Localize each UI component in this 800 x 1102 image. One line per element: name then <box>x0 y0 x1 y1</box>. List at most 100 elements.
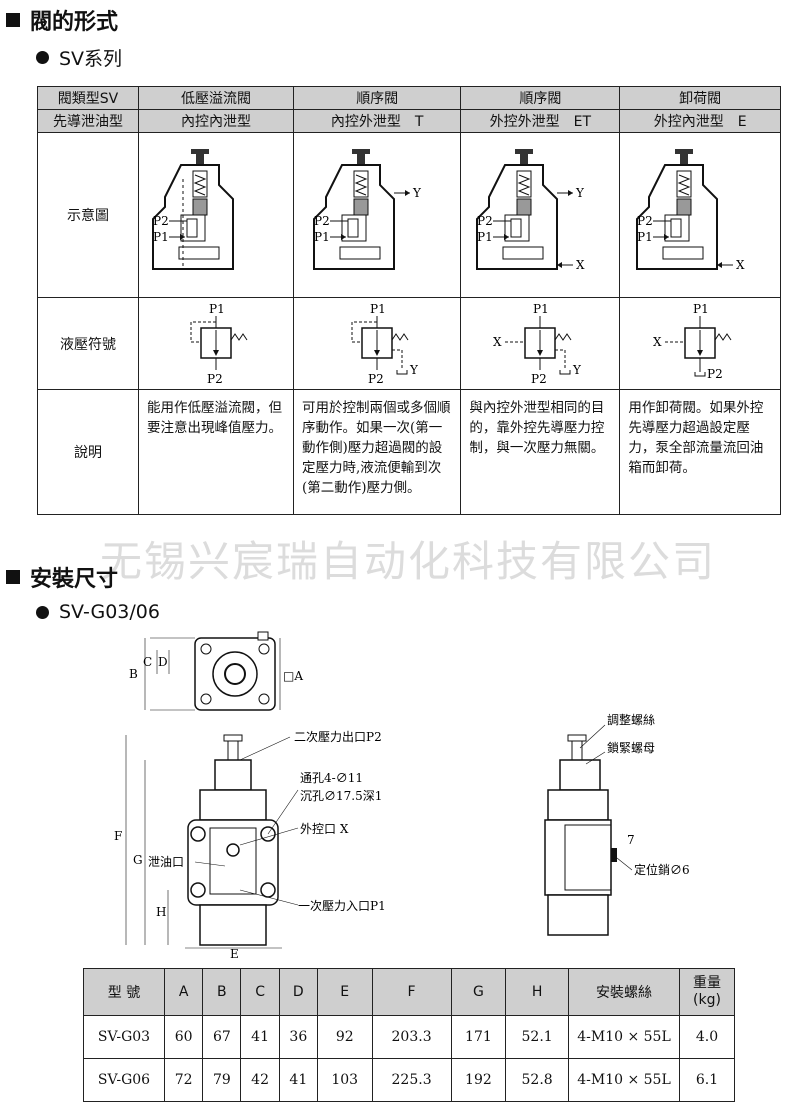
port-label-p2: P2 <box>314 214 330 228</box>
port-label-p2: P2 <box>637 214 653 228</box>
table-cell: 36 <box>278 1015 318 1059</box>
table-row: SV-G06 72 79 42 41 103 225.3 192 52.8 4-… <box>83 1058 735 1102</box>
table-cell: 52.8 <box>505 1058 569 1102</box>
table-header-row: 型 號 A B C D E F G H 安裝螺絲 重量 (kg) <box>83 968 735 1016</box>
dimensions-table: 型 號 A B C D E F G H 安裝螺絲 重量 (kg) SV-G03 … <box>83 968 735 1102</box>
table-cell: 67 <box>202 1015 242 1059</box>
valve-types-table: 閥類型SV 低壓溢流閥 順序閥 順序閥 卸荷閥 先導泄油型 內控內泄型 內控外泄… <box>37 86 781 515</box>
square-bullet-icon <box>6 570 20 584</box>
company-watermark: 无锡兴宸瑞自动化科技有限公司 <box>100 537 717 586</box>
hydraulic-symbol: P1X Y P2 <box>493 302 582 386</box>
svg-text:E: E <box>230 947 239 960</box>
svg-text:鎖緊螺母: 鎖緊螺母 <box>607 740 655 755</box>
table-cell: 41 <box>240 1015 280 1059</box>
port-label-y: Y <box>412 186 422 200</box>
svg-text:二次壓力出口P2: 二次壓力出口P2 <box>294 730 382 744</box>
header-cell: 低壓溢流閥 <box>137 86 295 110</box>
header-cell: 外控內泄型 E <box>619 109 781 133</box>
table-cell: 4.0 <box>679 1015 735 1059</box>
svg-text:□A: □A <box>283 669 303 683</box>
table-cell: 4-M10 × 55L <box>568 1058 680 1102</box>
table-cell: 192 <box>450 1058 507 1102</box>
subtitle-sv-series: SV系列 <box>36 44 122 71</box>
svg-text:7: 7 <box>627 833 635 847</box>
table-cell: 203.3 <box>371 1015 452 1059</box>
svg-text:調整螺絲: 調整螺絲 <box>607 712 655 727</box>
port-label-y: Y <box>575 186 585 200</box>
header-cell: 外控外泄型 ET <box>460 109 621 133</box>
header-cell: G <box>450 968 507 1016</box>
header-cell: F <box>371 968 452 1016</box>
svg-text:Y: Y <box>572 363 582 377</box>
table-cell: 103 <box>316 1058 373 1102</box>
svg-text:P2: P2 <box>207 372 223 386</box>
svg-text:G: G <box>133 853 143 867</box>
subtitle-model: SV-G03/06 <box>36 601 160 623</box>
section-title-text: 安裝尺寸 <box>30 567 119 592</box>
round-bullet-icon <box>36 51 49 64</box>
table-header-row: 先導泄油型 內控內泄型 內控外泄型 T 外控外泄型 ET 外控內泄型 E <box>37 109 781 133</box>
description-cell: 可用於控制兩個或多個順序動作。如果一次(第一動作側)壓力超過閥的設定壓力時,液流… <box>293 389 462 515</box>
table-cell: 4-M10 × 55L <box>568 1015 680 1059</box>
description-cell: 與內控外泄型相同的目的，靠外控先導壓力控制，與一次壓力無關。 <box>460 389 621 515</box>
header-cell: 卸荷閥 <box>619 86 781 110</box>
description-cell: 用作卸荷閥。如果外控先導壓力超過設定壓力，泵全部流量流回油箱而卸荷。 <box>619 389 781 515</box>
port-label-p1: P1 <box>637 230 653 244</box>
header-cell: 先導泄油型 <box>37 109 139 133</box>
table-cell: 42 <box>240 1058 280 1102</box>
svg-text:D: D <box>158 655 168 669</box>
row-label-diagram: 示意圖 <box>37 132 139 298</box>
square-bullet-icon <box>6 13 20 27</box>
svg-text:一次壓力入口P1: 一次壓力入口P1 <box>298 899 386 913</box>
svg-text:P1: P1 <box>693 302 709 316</box>
section-title-installation: 安裝尺寸 <box>6 561 118 593</box>
description-row: 說明 能用作低壓溢流閥，但要注意出現峰值壓力。 可用於控制兩個或多個順序動作。如… <box>37 389 781 515</box>
svg-text:P1: P1 <box>209 302 225 316</box>
port-label-p1: P1 <box>314 230 330 244</box>
table-row: SV-G03 60 67 41 36 92 203.3 171 52.1 4-M… <box>83 1015 735 1059</box>
table-cell: 60 <box>163 1015 204 1059</box>
subtitle-text: SV系列 <box>59 48 123 70</box>
port-label-x: X <box>736 258 745 272</box>
svg-text:通孔4-∅11: 通孔4-∅11 <box>300 771 363 785</box>
svg-text:P2: P2 <box>707 367 723 381</box>
table-cell: 6.1 <box>679 1058 735 1102</box>
header-cell: C <box>240 968 280 1016</box>
svg-text:Y: Y <box>409 363 419 377</box>
round-bullet-icon <box>36 605 49 619</box>
top-view: B C D □A <box>129 631 303 711</box>
table-cell: 41 <box>278 1058 318 1102</box>
table-header-row: 閥類型SV 低壓溢流閥 順序閥 順序閥 卸荷閥 <box>37 86 781 110</box>
header-cell: A <box>163 968 204 1016</box>
table-cell: 92 <box>316 1015 373 1059</box>
svg-text:X: X <box>493 335 502 349</box>
svg-text:P2: P2 <box>531 372 547 386</box>
side-view: 調整螺絲 鎖緊螺母 7 定位銷∅6 <box>544 712 690 936</box>
header-cell: D <box>278 968 318 1016</box>
section-title-text: 閥的形式 <box>30 10 119 35</box>
header-cell: 內控內泄型 <box>137 109 295 133</box>
port-label-p2: P2 <box>153 214 169 228</box>
description-cell: 能用作低壓溢流閥，但要注意出現峰值壓力。 <box>137 389 295 515</box>
port-label-p1: P1 <box>153 230 169 244</box>
table-cell: 225.3 <box>371 1058 452 1102</box>
svg-text:P1: P1 <box>533 302 549 316</box>
table-cell: 72 <box>163 1058 204 1102</box>
header-cell: 內控外泄型 T <box>293 109 462 133</box>
header-cell: 安裝螺絲 <box>568 968 680 1016</box>
port-label-p1: P1 <box>477 230 493 244</box>
svg-text:外控口 X: 外控口 X <box>300 822 349 836</box>
header-cell: E <box>316 968 373 1016</box>
svg-text:定位銷∅6: 定位銷∅6 <box>634 862 690 877</box>
